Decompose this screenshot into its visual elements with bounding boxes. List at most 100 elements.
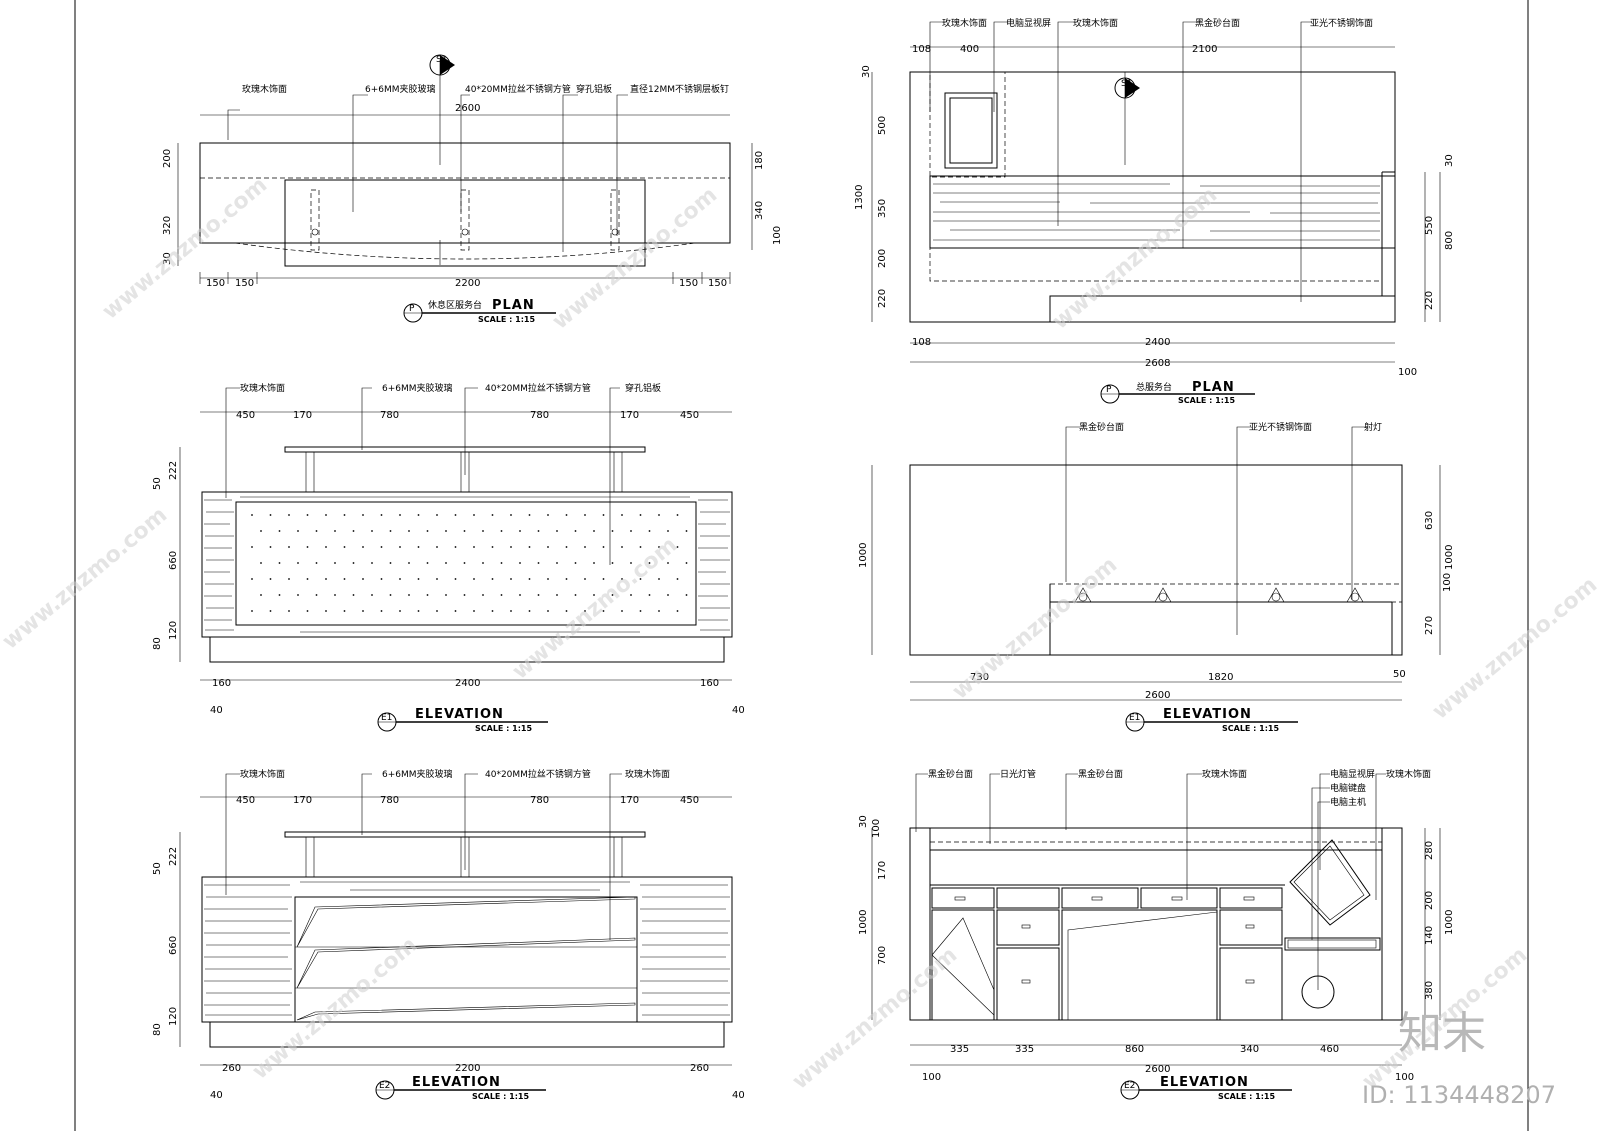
watermark-text: www.znzmo.com [98, 173, 272, 325]
dim: 550 [1424, 216, 1435, 235]
dim: 200 [877, 249, 888, 268]
dim: 100 [1398, 367, 1417, 378]
perforation-dot [510, 578, 512, 580]
watermark-layer: www.znzmo.com www.znzmo.com www.znzmo.co… [0, 173, 1600, 1109]
perforation-dot [556, 562, 558, 564]
perforation-dot [593, 530, 595, 532]
perforation-dot [547, 546, 549, 548]
dim: 100 [871, 819, 882, 838]
dim: 150 [708, 278, 727, 289]
perforation-dot [639, 610, 642, 612]
perforation-dot [260, 594, 262, 596]
dim: 380 [1424, 981, 1435, 1000]
perforation-dot [473, 546, 475, 548]
spotlight-icons [1074, 587, 1364, 603]
dim: 400 [960, 44, 979, 55]
dim: 660 [168, 936, 179, 955]
dim: 150 [235, 278, 254, 289]
dim: 780 [530, 410, 549, 421]
callout-matte-steel: 亚光不锈钢饰面 [1310, 17, 1373, 29]
perforation-dot [260, 530, 262, 532]
perforation-dot [269, 546, 272, 548]
view-title: PLAN [1192, 380, 1235, 395]
view-title: ELEVATION [412, 1075, 501, 1090]
dim: 450 [236, 410, 255, 421]
dim: 630 [1424, 511, 1435, 530]
dim: 700 [877, 946, 888, 965]
perforation-dot [436, 578, 438, 580]
perforation-dot [408, 594, 410, 596]
dim: 120 [168, 621, 179, 640]
perforation-dot [389, 594, 392, 596]
callout-steel-tube: 40*20MM拉丝不锈钢方管 [465, 83, 571, 95]
perforation-dot [269, 610, 272, 612]
perforation-dot [676, 546, 679, 548]
view-scale: SCALE : 1:15 [472, 1092, 529, 1101]
perforation-dot [436, 610, 438, 612]
perforation-dot [426, 594, 429, 596]
callout-spotlight: 射灯 [1364, 421, 1382, 433]
dim: 30 [861, 65, 872, 78]
dim: 50 [152, 477, 163, 490]
perforation-dot [537, 530, 540, 532]
callout-monitor: 电脑显视屏 [1330, 768, 1375, 780]
perforation-dot [473, 578, 475, 580]
callout-rosewood: 玫瑰木饰面 [240, 768, 285, 780]
view-marker: P [409, 304, 415, 314]
perforation-dot [334, 530, 336, 532]
view-plan-main-desk: S1 玫瑰木饰面 电脑显视屏 玫瑰木饰面 黑金砂台面 亚光不锈钢饰面 108 4… [854, 17, 1455, 405]
dim: 1000 [1444, 910, 1455, 935]
brand-logo: 知末 [1398, 1008, 1486, 1059]
dim: 40 [732, 705, 745, 716]
dim: 500 [877, 116, 888, 135]
dim: 108 [912, 44, 931, 55]
perforation-dot [565, 514, 568, 516]
dim: 450 [236, 795, 255, 806]
callout-granite-top: 黑金砂台面 [1079, 421, 1124, 433]
perforation-dot [602, 546, 605, 548]
dim: 80 [152, 637, 163, 650]
dim: 780 [380, 410, 399, 421]
perforation-dot [251, 610, 253, 612]
perforation-dot [371, 530, 373, 532]
callout-steel-tube: 40*20MM拉丝不锈钢方管 [485, 768, 591, 780]
perforation-dot [602, 610, 605, 612]
watermark-text: www.znzmo.com [1428, 573, 1600, 725]
perforation-dot [362, 514, 364, 516]
perforation-dot [574, 594, 577, 596]
view-scale: SCALE : 1:15 [478, 315, 535, 324]
dim: 170 [620, 795, 639, 806]
perforation-dot [269, 514, 272, 516]
dim: 450 [680, 795, 699, 806]
perforation-dot [352, 530, 355, 532]
perforation-dot [445, 562, 447, 564]
perforation-dot [417, 546, 420, 548]
callout-shelf-pin: 直径12MM不锈钢层板钉 [630, 83, 729, 95]
perforation-dot [491, 514, 494, 516]
dim: 1000 [1444, 545, 1455, 570]
perforation-dot [584, 546, 586, 548]
perforation-dot [648, 594, 651, 596]
perforation-dot [426, 562, 429, 564]
dim: 120 [168, 1007, 179, 1026]
perforation-dot [436, 546, 438, 548]
perforation-dot [297, 594, 299, 596]
view-title: ELEVATION [415, 707, 504, 722]
dim: 80 [152, 1023, 163, 1036]
perforation-dot [528, 546, 531, 548]
perforation-dot [380, 610, 383, 612]
dim: 320 [162, 216, 173, 235]
view-marker: E2 [1124, 1081, 1135, 1091]
perforation-dot [288, 514, 290, 516]
perforation-dot [325, 514, 327, 516]
perforation-dot [482, 530, 484, 532]
dim: 170 [877, 861, 888, 880]
dim: 30 [858, 815, 869, 828]
perforation-dot [315, 530, 318, 532]
perforation-dot [288, 578, 290, 580]
dim: 340 [754, 201, 765, 220]
perforation-dot [491, 610, 494, 612]
image-id: ID: 1134448207 [1362, 1081, 1556, 1109]
dim: 100 [1395, 1072, 1414, 1083]
perforation-dot [667, 594, 669, 596]
